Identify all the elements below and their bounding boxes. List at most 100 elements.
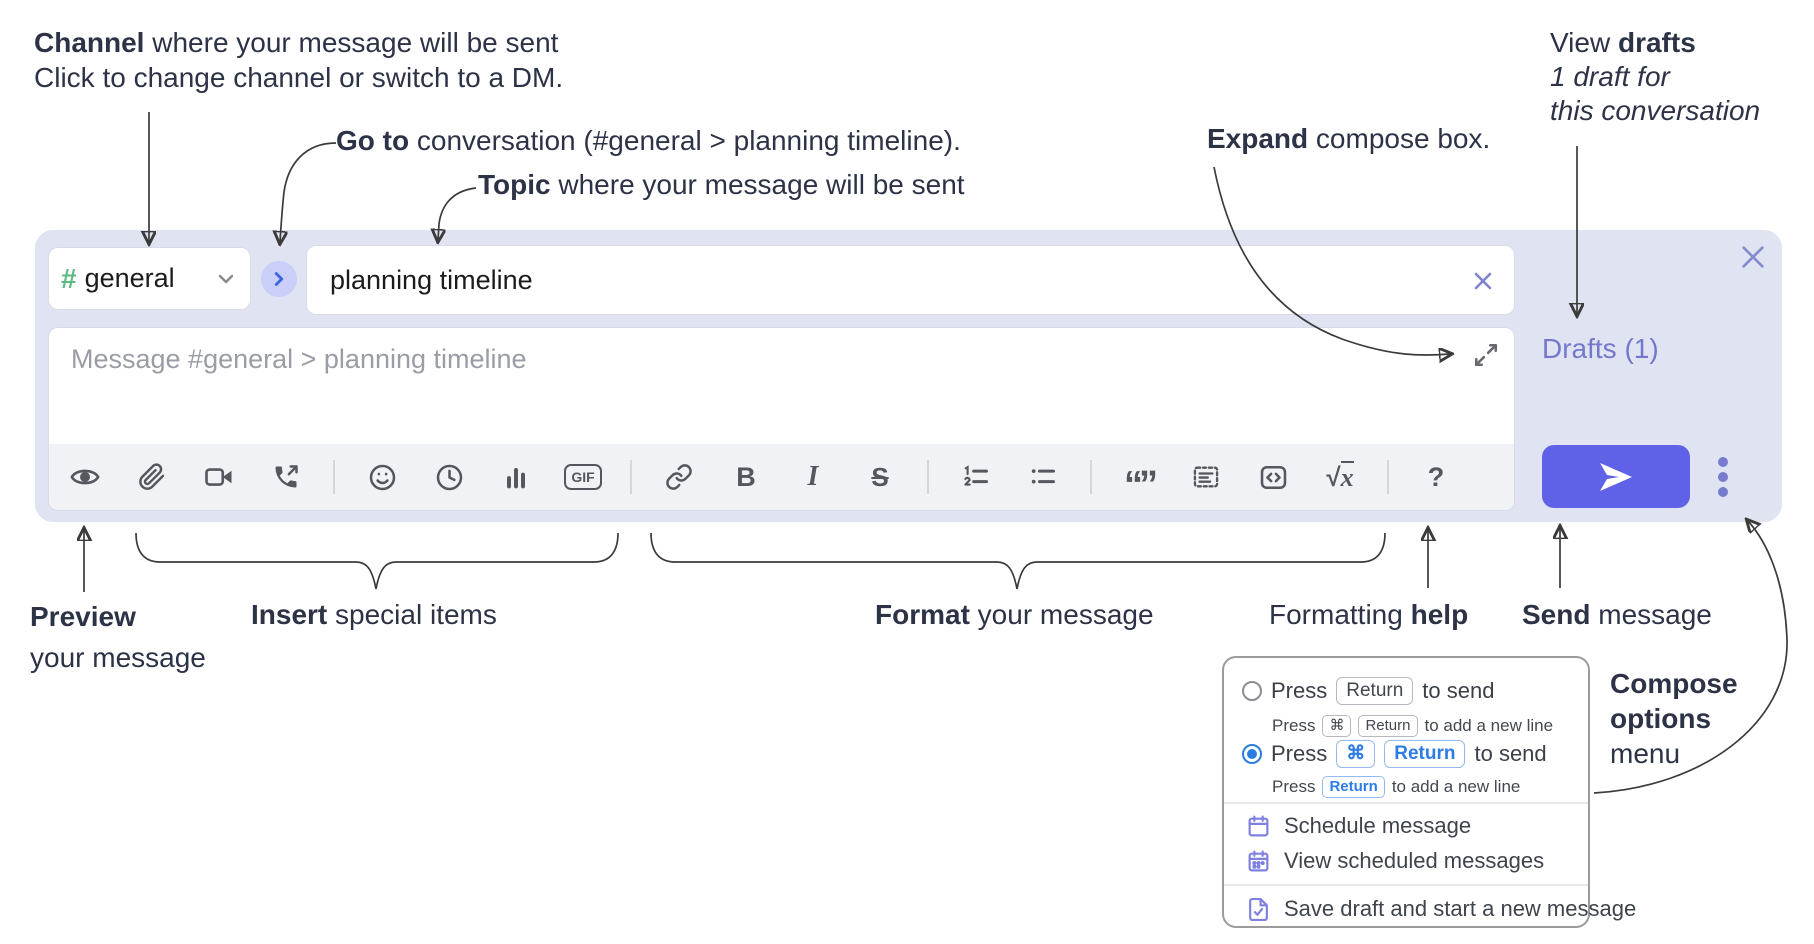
attach-file-button[interactable]	[132, 457, 172, 497]
message-input-area[interactable]: Message #general > planning timeline	[48, 327, 1515, 511]
inline-code-icon	[1260, 465, 1286, 489]
send-icon	[1600, 462, 1632, 491]
bulleted-list-icon	[1031, 469, 1056, 484]
view-scheduled-messages-item[interactable]: View scheduled messages	[1246, 843, 1544, 879]
menu-item-label: Schedule message	[1284, 813, 1472, 838]
clear-topic-button[interactable]	[1468, 266, 1498, 296]
drafts-annotation-pre: View	[1550, 27, 1618, 58]
goto-annotation-rest: conversation (#general > planning timeli…	[409, 125, 961, 156]
goto-annotation: Go to conversation (#general > planning …	[336, 124, 961, 158]
eye-icon	[70, 469, 100, 485]
return-keycap: Return	[1384, 740, 1466, 768]
strikethrough-button[interactable]: S	[860, 457, 900, 497]
send-caption-bold: Send	[1522, 599, 1591, 630]
send-option-return[interactable]: Press Return to send	[1242, 677, 1494, 705]
dots-icon	[1718, 487, 1728, 497]
option-suffix: to send	[1422, 678, 1495, 703]
bold-button[interactable]: B	[726, 457, 766, 497]
bar-chart-icon	[507, 468, 525, 489]
send-option-cmd-return[interactable]: Press ⌘ Return to send	[1242, 740, 1547, 768]
drafts-annotation-bold: drafts	[1617, 27, 1696, 58]
compose-options-caption-line1: Compose	[1610, 668, 1738, 699]
phone-call-icon	[275, 465, 298, 488]
option-suffix: to send	[1474, 741, 1547, 766]
drafts-annotation-line1: View drafts	[1550, 26, 1760, 60]
compose-box: # general planning timeline Message #gen…	[35, 230, 1782, 522]
emoji-button[interactable]	[362, 457, 402, 497]
calendar-list-icon	[1248, 850, 1269, 871]
goto-pointer-curve	[280, 142, 337, 242]
formatting-help-button[interactable]: ?	[1416, 457, 1456, 497]
menu-item-label: View scheduled messages	[1284, 848, 1545, 873]
sub-suffix: to add a new line	[1424, 716, 1554, 735]
ordered-list-button[interactable]	[956, 457, 996, 497]
channel-selector[interactable]: # general	[48, 247, 251, 310]
poll-button[interactable]	[496, 457, 536, 497]
code-block-icon	[1193, 466, 1219, 488]
drafts-link[interactable]: Drafts (1)	[1542, 333, 1659, 364]
go-to-conversation-button[interactable]	[261, 261, 297, 297]
expand-compose-button[interactable]	[1471, 340, 1501, 370]
goto-annotation-bold: Go to	[336, 125, 410, 156]
audio-call-button[interactable]	[266, 457, 306, 497]
preview-button[interactable]	[65, 457, 105, 497]
code-block-button[interactable]	[1186, 457, 1226, 497]
bulleted-list-button[interactable]	[1023, 457, 1063, 497]
insert-caption: Insert special items	[251, 598, 497, 632]
format-caption: Format your message	[875, 598, 1154, 632]
channel-annotation: Channel where your message will be sent	[34, 26, 558, 60]
link-button[interactable]	[659, 457, 699, 497]
send-caption: Send message	[1522, 598, 1712, 632]
toolbar-divider	[927, 460, 929, 494]
preview-caption-line2: your message	[30, 642, 206, 673]
sub-suffix: to add a new line	[1391, 777, 1521, 796]
send-option-cmd-return-subtext: Press Return to add a new line	[1272, 776, 1520, 798]
video-clip-button[interactable]	[199, 457, 239, 497]
drafts-annotation-line2: 1 draft for	[1550, 61, 1670, 92]
schedule-message-item[interactable]: Schedule message	[1246, 808, 1471, 844]
insert-caption-rest: special items	[327, 599, 497, 630]
formula-button[interactable]: √x	[1320, 457, 1360, 497]
preview-caption: Preview your message	[30, 596, 206, 678]
save-draft-item[interactable]: Save draft and start a new message	[1246, 891, 1636, 927]
radio-selected-icon[interactable]	[1242, 744, 1262, 764]
send-button[interactable]	[1542, 445, 1690, 508]
expand-annotation: Expand compose box.	[1207, 122, 1490, 156]
insert-brace	[135, 532, 619, 590]
italic-button[interactable]: I	[793, 457, 833, 497]
inline-code-button[interactable]	[1253, 457, 1293, 497]
clock-icon	[436, 464, 462, 490]
ordered-list-icon	[964, 465, 989, 486]
dots-icon	[1718, 472, 1728, 482]
topic-value: planning timeline	[330, 265, 533, 295]
schedule-button[interactable]	[429, 457, 469, 497]
insert-caption-bold: Insert	[251, 599, 328, 630]
channel-name: general	[84, 263, 175, 293]
toolbar-divider	[1090, 460, 1092, 494]
channel-annotation-bold: Channel	[34, 27, 145, 58]
drafts-annotation-line3: this conversation	[1550, 95, 1761, 126]
compose-options-button[interactable]	[1701, 449, 1745, 505]
compose-options-caption: Compose options menu	[1610, 666, 1738, 771]
sqrt-symbol: √	[1326, 461, 1341, 492]
return-keycap: Return	[1336, 677, 1414, 705]
chevron-right-icon	[274, 272, 284, 286]
compose-toolbar: GIF B I S	[49, 444, 1514, 510]
compose-options-caption-line2: options	[1610, 703, 1712, 734]
compose-options-caption-line3: menu	[1610, 738, 1681, 769]
gif-button[interactable]: GIF	[563, 457, 603, 497]
close-icon	[1474, 272, 1492, 290]
blockquote-button[interactable]: “”	[1119, 457, 1159, 504]
preview-caption-bold: Preview	[30, 601, 136, 632]
close-compose-button[interactable]	[1735, 239, 1771, 275]
channel-hash-icon: #	[61, 262, 77, 294]
format-caption-bold: Format	[875, 599, 970, 630]
paperclip-icon	[139, 463, 165, 490]
topic-input[interactable]: planning timeline	[306, 245, 1515, 315]
menu-item-label: Save draft and start a new message	[1284, 896, 1637, 921]
return-keycap: Return	[1358, 715, 1418, 737]
expand-annotation-rest: compose box.	[1308, 123, 1491, 154]
send-caption-rest: message	[1590, 599, 1712, 630]
radio-unselected-icon[interactable]	[1242, 681, 1262, 701]
